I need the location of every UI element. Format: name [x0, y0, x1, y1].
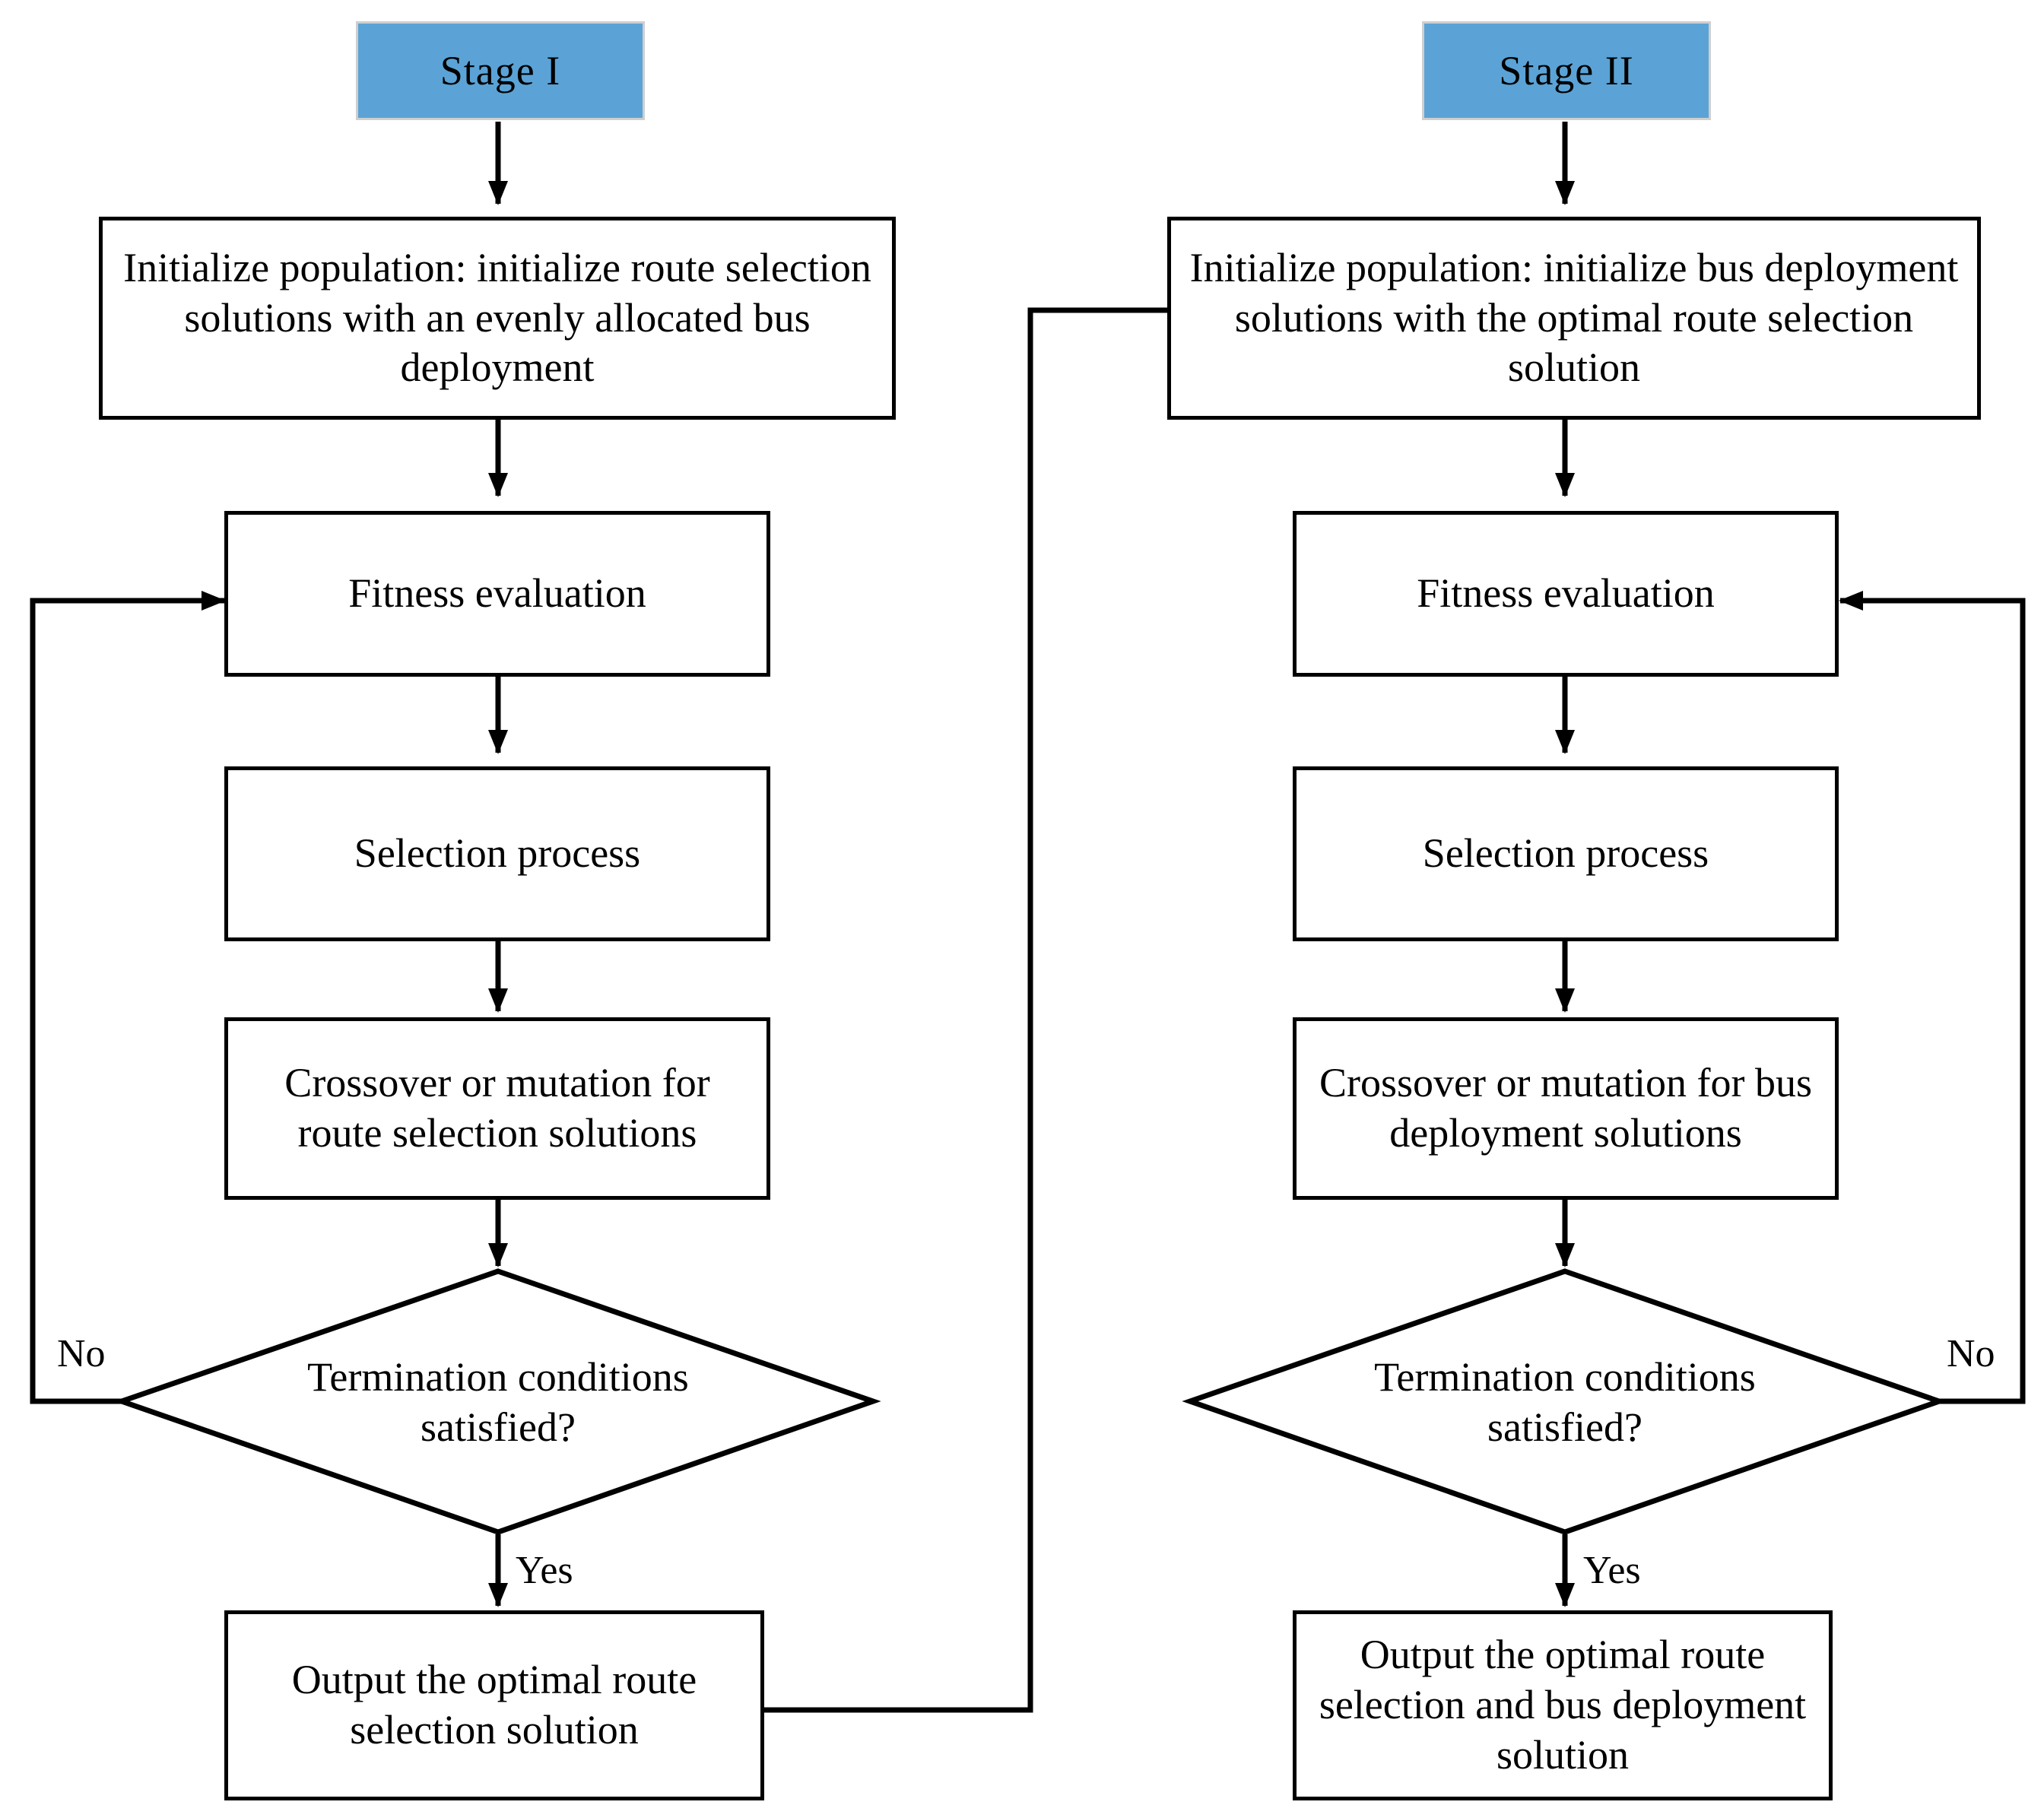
stage1-output-label: Output the optimal route selection solut… [291, 1657, 697, 1753]
stage1-header: Stage I [356, 21, 645, 120]
stage2-output-box[interactable]: Output the optimal route selection and b… [1293, 1610, 1833, 1800]
stage1-decision-label: Termination conditions satisfied? [307, 1354, 689, 1450]
stage2-no-text: No [1947, 1332, 1995, 1375]
stage1-no-label: No [57, 1334, 106, 1374]
stage2-header-label: Stage II [1499, 48, 1634, 94]
stage1-fitness-label: Fitness evaluation [348, 570, 646, 617]
stage2-selection-box[interactable]: Selection process [1293, 766, 1839, 941]
stage1-decision-label-wrap: Termination conditions satisfied? [251, 1331, 745, 1475]
stage2-decision-label: Termination conditions satisfied? [1374, 1354, 1756, 1450]
stage2-crossover-box[interactable]: Crossover or mutation for bus deployment… [1293, 1017, 1839, 1200]
stage2-header: Stage II [1422, 21, 1711, 120]
stage1-yes-text: Yes [516, 1549, 573, 1592]
stage2-no-label: No [1947, 1334, 1995, 1374]
stage2-decision-label-wrap: Termination conditions satisfied? [1318, 1331, 1812, 1475]
stage2-initialize-label: Initialize population: initialize bus de… [1189, 244, 1959, 391]
stage1-yes-label: Yes [516, 1551, 573, 1591]
stage1-selection-box[interactable]: Selection process [224, 766, 770, 941]
stage1-output-box[interactable]: Output the optimal route selection solut… [224, 1610, 764, 1800]
stage1-crossover-label: Crossover or mutation for route selectio… [284, 1060, 710, 1156]
stage2-yes-text: Yes [1583, 1549, 1641, 1592]
stage2-initialize-box[interactable]: Initialize population: initialize bus de… [1167, 217, 1981, 420]
stage1-initialize-label: Initialize population: initialize route … [123, 244, 871, 391]
stage1-selection-label: Selection process [354, 830, 641, 877]
stage2-fitness-label: Fitness evaluation [1417, 570, 1715, 617]
stage1-fitness-box[interactable]: Fitness evaluation [224, 511, 770, 677]
stage2-yes-label: Yes [1583, 1551, 1641, 1591]
stage2-fitness-box[interactable]: Fitness evaluation [1293, 511, 1839, 677]
stage1-header-label: Stage I [440, 48, 561, 94]
stage1-initialize-box[interactable]: Initialize population: initialize route … [99, 217, 896, 420]
stage1-no-text: No [57, 1332, 106, 1375]
stage2-selection-label: Selection process [1422, 830, 1709, 877]
stage2-crossover-label: Crossover or mutation for bus deployment… [1319, 1060, 1812, 1156]
stage2-output-label: Output the optimal route selection and b… [1319, 1632, 1807, 1778]
stage1-crossover-box[interactable]: Crossover or mutation for route selectio… [224, 1017, 770, 1200]
